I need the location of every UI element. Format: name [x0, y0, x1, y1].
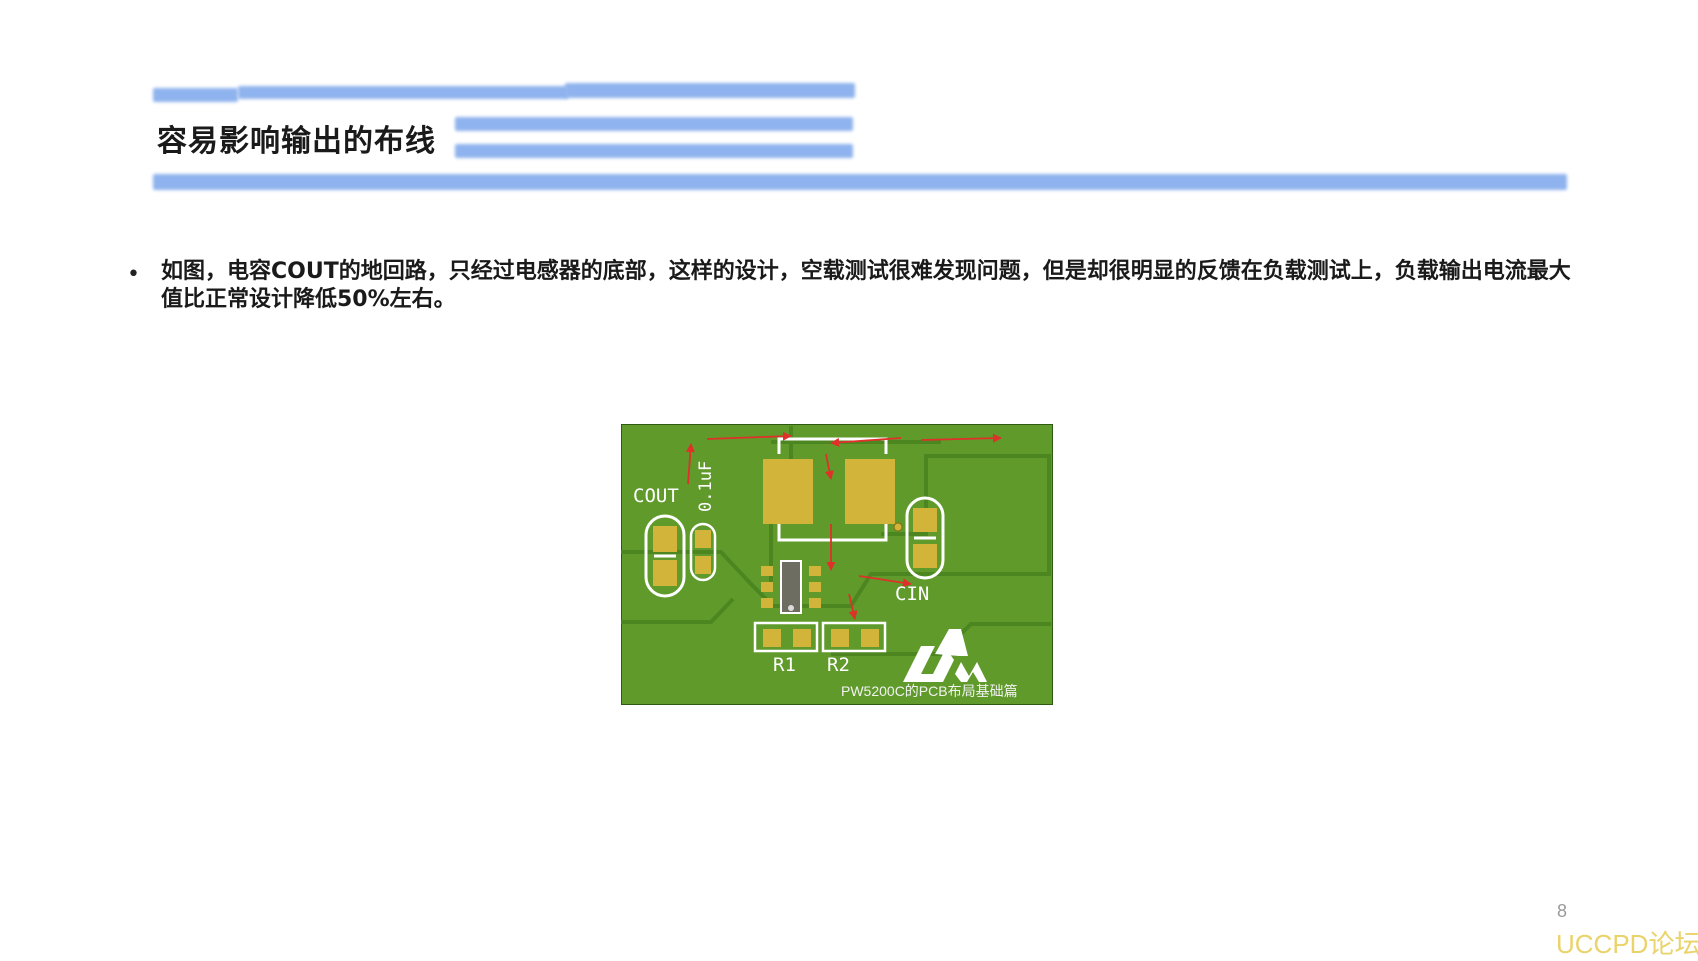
decor-bar-title-1	[455, 117, 853, 131]
cap-small-pad-bottom	[695, 556, 711, 574]
decor-bar-top-left	[153, 88, 238, 102]
cout-outline	[644, 514, 686, 598]
r2-outline	[821, 621, 887, 653]
cout-pad-top	[653, 526, 677, 552]
cap-small-pad-top	[695, 530, 711, 548]
cout-pad-bottom	[653, 560, 677, 586]
bullet-paragraph: 如图，电容COUT的地回路，只经过电感器的底部，这样的设计，空载测试很难发现问题…	[161, 259, 1571, 312]
ic-pad-r3	[809, 598, 821, 608]
image-caption: PW5200C的PCB布局基础篇	[841, 683, 1018, 699]
inductor-pad-right	[845, 459, 895, 524]
decor-bar-title-2	[455, 144, 853, 158]
r2-pad-right	[861, 629, 879, 647]
r1-pad-left	[763, 629, 781, 647]
pcb-board	[621, 424, 1053, 705]
cin-pad-top	[913, 508, 937, 532]
label-cout: COUT	[633, 485, 679, 507]
pcb-layout-image: COUT 0.1uF CIN R1 R2 PW5200C的PCB布局基础篇	[621, 424, 1053, 705]
bullet-marker: •	[127, 262, 140, 287]
ic-pad-r1	[809, 566, 821, 576]
cap-small-outline	[689, 522, 717, 582]
ic-pad-l3	[761, 598, 773, 608]
page-number: 8	[1557, 901, 1568, 921]
watermark: UCCPD论坛	[1556, 929, 1698, 959]
label-r1: R1	[773, 654, 796, 676]
ic-pad-l1	[761, 566, 773, 576]
decor-bar-underline	[153, 174, 1567, 190]
rw-logo	[903, 629, 987, 682]
cin-pad-bottom	[913, 544, 937, 568]
slide-title: 容易影响输出的布线	[157, 124, 436, 159]
r2-pad-left	[831, 629, 849, 647]
ic-body	[780, 560, 802, 614]
label-cin: CIN	[895, 583, 929, 605]
via	[893, 522, 903, 532]
current-arrows	[685, 431, 1002, 620]
label-cap-value: 0.1uF	[696, 461, 716, 512]
inductor-pad-left	[763, 459, 813, 524]
r1-pad-right	[793, 629, 811, 647]
decor-bar-top-mid	[238, 86, 568, 99]
decor-bar-top-right	[565, 83, 855, 98]
r1-outline	[753, 621, 819, 653]
ic-pad-l2	[761, 582, 773, 592]
cin-outline	[905, 496, 945, 580]
ic-pad-r2	[809, 582, 821, 592]
label-r2: R2	[827, 654, 850, 676]
ic-pin1-dot	[788, 605, 794, 611]
